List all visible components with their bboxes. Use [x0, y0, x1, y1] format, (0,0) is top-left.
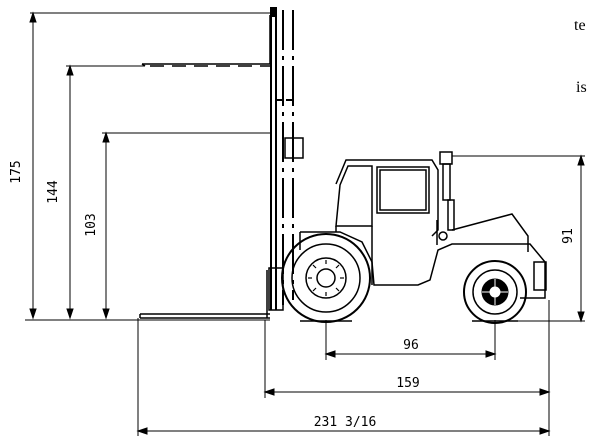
dim-label-175: 175: [9, 160, 24, 183]
dim-label-96: 96: [403, 338, 419, 353]
dim-label-103: 103: [84, 213, 99, 236]
forks: [139, 270, 270, 319]
dimension-lines: [25, 11, 585, 436]
side-text-1: te: [574, 17, 586, 34]
mast: [268, 7, 304, 311]
forklift-body: [299, 151, 547, 299]
dim-label-231: 231 3/16: [314, 415, 377, 430]
dim-label-144: 144: [46, 180, 61, 204]
dim-label-91: 91: [561, 228, 576, 244]
dim-label-159: 159: [396, 376, 419, 391]
side-text-2: is: [576, 79, 587, 96]
raised-fork-positions: [141, 15, 271, 67]
front-wheel: [281, 233, 371, 323]
rear-wheel: [463, 260, 527, 324]
